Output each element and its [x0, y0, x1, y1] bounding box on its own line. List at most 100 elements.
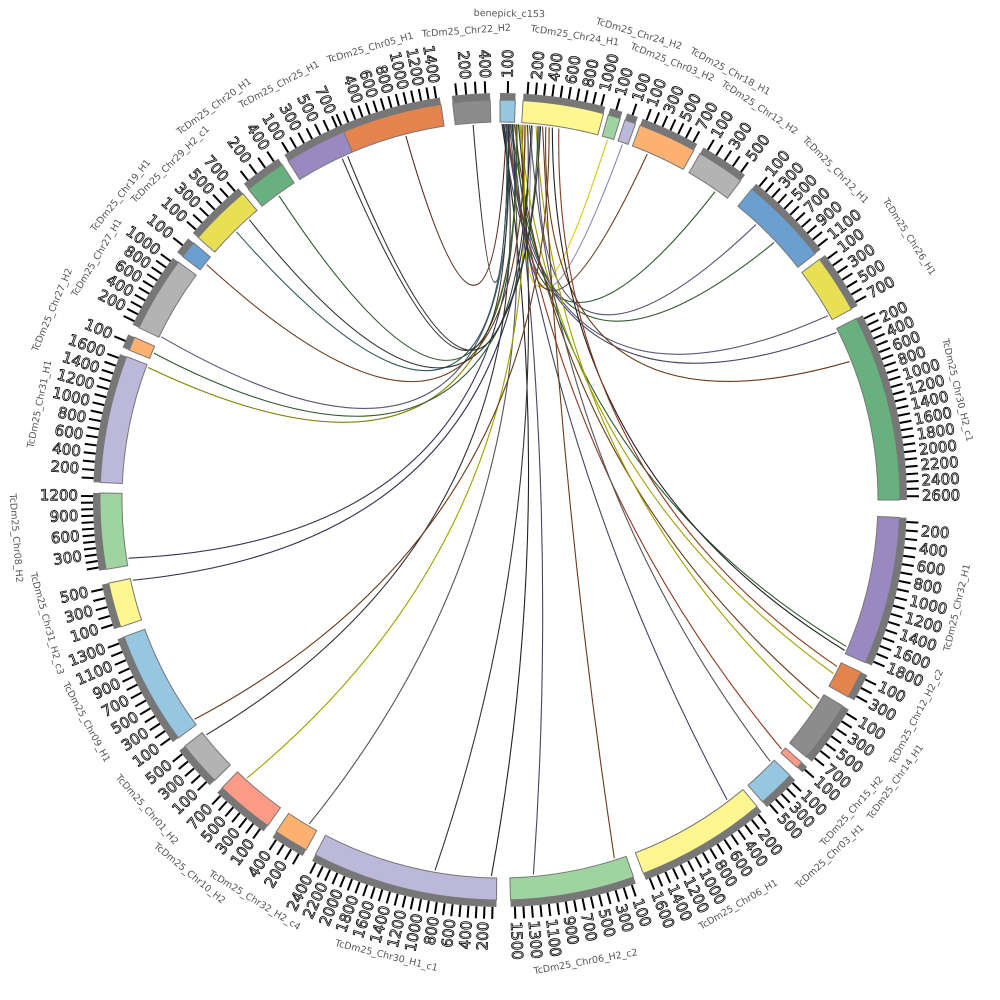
tick-mark — [473, 81, 477, 94]
segment-tick-band — [500, 93, 516, 101]
segment-block — [181, 242, 212, 271]
link-ribbon — [194, 127, 550, 720]
tick-label: 600 — [915, 557, 946, 579]
segment-block — [509, 855, 635, 901]
segment-block — [836, 317, 901, 501]
tick-mark — [522, 906, 526, 919]
tick-label: 1300 — [525, 920, 546, 959]
tick-mark — [357, 105, 364, 118]
tick-mark — [757, 813, 767, 825]
tick-mark — [155, 259, 167, 269]
tick-mark — [841, 720, 853, 729]
segment-block — [275, 812, 318, 851]
tick-mark — [769, 803, 779, 815]
tick-mark — [723, 150, 733, 162]
tick-mark — [410, 90, 415, 103]
tick-mark — [83, 540, 96, 544]
tick-label: 800 — [421, 915, 443, 946]
tick-mark — [454, 83, 458, 96]
segment-block — [499, 99, 516, 123]
segment-label: benepick_c153 — [474, 8, 545, 20]
segment-block — [788, 693, 844, 758]
tick-mark — [130, 300, 142, 309]
tick-mark — [450, 904, 454, 917]
tick-mark — [331, 872, 339, 885]
tick-mark — [142, 279, 154, 288]
tick-mark — [758, 176, 768, 187]
link-ribbon — [504, 123, 728, 800]
tick-mark — [845, 712, 858, 721]
tick-mark — [592, 91, 597, 105]
tick-mark — [806, 224, 818, 234]
tick-mark — [160, 253, 172, 262]
tick-mark — [110, 650, 123, 658]
tick-mark — [83, 547, 96, 551]
tick-mark — [814, 757, 825, 767]
tick-mark — [900, 427, 913, 432]
tick-mark — [837, 265, 849, 274]
tick-mark — [903, 442, 916, 446]
tick-mark — [694, 856, 703, 868]
tick-mark — [905, 529, 918, 533]
tick-mark — [789, 205, 800, 216]
tick-mark — [777, 193, 788, 204]
tick-mark — [100, 623, 113, 630]
chromosome-segment: 150013001100900700500300100TcDm25_Chr06_… — [507, 855, 655, 977]
segment-block — [452, 99, 492, 126]
tick-mark — [159, 737, 171, 747]
tick-mark — [878, 346, 891, 354]
tick-mark — [567, 86, 572, 100]
link-ribbon — [537, 126, 757, 316]
tick-mark — [730, 834, 740, 846]
tick-mark — [248, 163, 258, 175]
tick-mark — [83, 451, 96, 455]
tick-mark — [600, 93, 606, 107]
tick-mark — [84, 553, 97, 558]
tick-mark — [192, 213, 203, 224]
segment-label: TcDm25_Chr26_H1 — [879, 196, 937, 278]
tick-mark — [648, 878, 656, 890]
tick-mark — [433, 86, 438, 99]
segment-tick-band — [510, 877, 636, 907]
tick-mark — [219, 187, 229, 198]
tick-mark — [217, 800, 228, 812]
segment-block — [844, 515, 901, 664]
segment-block — [339, 103, 445, 155]
tick-mark — [305, 127, 313, 140]
tick-mark — [685, 126, 693, 139]
tick-mark — [876, 652, 889, 660]
tick-mark — [598, 894, 604, 907]
tick-mark — [104, 360, 117, 367]
tick-mark — [146, 273, 158, 282]
segment-block — [801, 258, 853, 321]
tick-mark — [354, 881, 361, 894]
tick-label: 200 — [528, 50, 548, 80]
tick-mark — [702, 852, 710, 864]
link-ribbon — [545, 126, 850, 382]
segment-tick-band — [312, 854, 497, 907]
segment-tick-band — [192, 188, 243, 238]
tick-mark — [186, 220, 197, 231]
chromosome-segment: 1600140012001000800600400200TcDm25_Chr31… — [25, 330, 148, 485]
tick-mark — [257, 157, 266, 169]
tick-mark — [896, 404, 909, 410]
tick-mark — [94, 393, 107, 399]
tick-mark — [904, 457, 918, 461]
tick-mark — [559, 85, 564, 98]
segment-tick-band — [856, 315, 907, 500]
tick-mark — [737, 829, 747, 841]
segment-block — [138, 261, 197, 338]
tick-mark — [892, 390, 905, 396]
tick-mark — [113, 335, 126, 342]
tick-label: 600 — [438, 918, 459, 949]
tick-mark — [268, 839, 277, 851]
link-ribbon — [551, 127, 845, 651]
segment-block — [617, 119, 637, 145]
tick-mark — [780, 793, 791, 804]
tick-mark — [433, 901, 438, 915]
segment-label: TcDm25_Chr22_H2 — [420, 23, 511, 40]
tick-label: 900 — [49, 507, 78, 526]
tick-mark — [114, 659, 127, 666]
tick-mark — [771, 187, 781, 198]
